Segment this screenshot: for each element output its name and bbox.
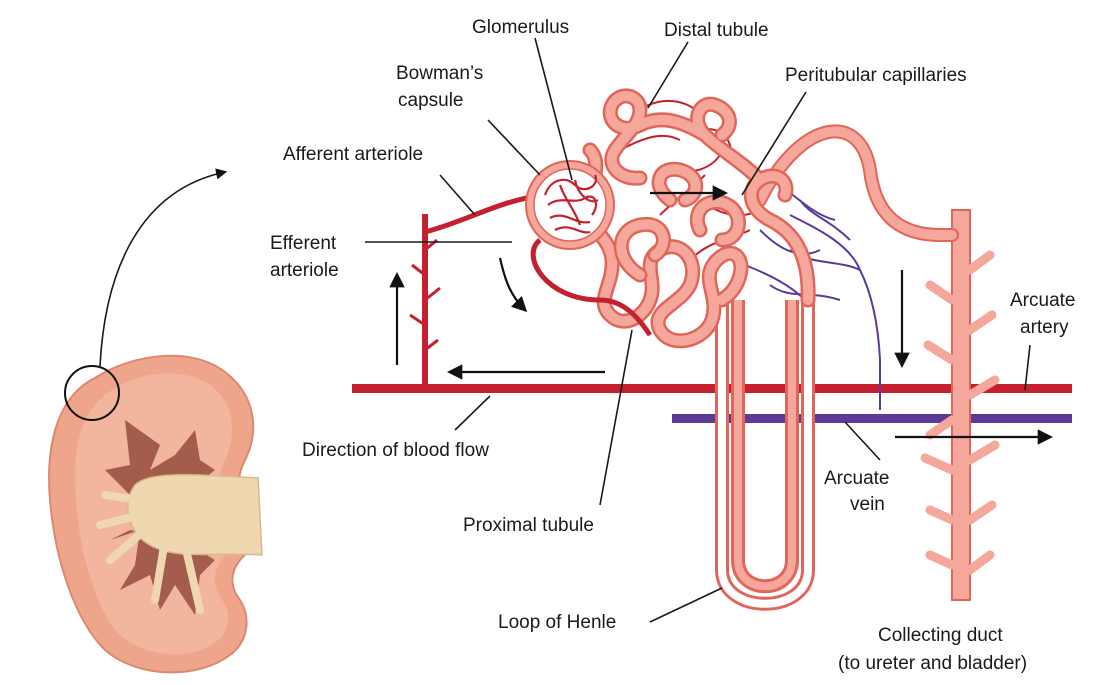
label-bowmans-capsule-line2: capsule — [398, 90, 464, 111]
label-collecting-duct-line2: (to ureter and bladder) — [838, 653, 1027, 674]
label-peritubular-capillaries: Peritubular capillaries — [785, 65, 967, 86]
label-proximal-tubule: Proximal tubule — [463, 515, 594, 536]
label-afferent-arteriole: Afferent arteriole — [283, 144, 423, 165]
label-collecting-duct-line1: Collecting duct — [878, 625, 1003, 646]
label-efferent-arteriole-line2: arteriole — [270, 260, 339, 281]
label-efferent-arteriole-line1: Efferent — [270, 233, 337, 254]
label-arcuate-artery-line2: artery — [1020, 317, 1069, 338]
label-bowmans-capsule-line1: Bowman’s — [396, 63, 483, 84]
loop-of-henle — [722, 300, 808, 604]
label-arcuate-vein-line1: Arcuate — [824, 468, 889, 489]
kidney-illustration — [49, 172, 262, 672]
label-glomerulus: Glomerulus — [472, 17, 569, 38]
label-direction-of-blood-flow: Direction of blood flow — [302, 440, 489, 461]
label-arcuate-vein-line2: vein — [850, 494, 885, 515]
zoom-arrow — [100, 172, 225, 366]
label-distal-tubule: Distal tubule — [664, 20, 769, 41]
label-loop-of-henle: Loop of Henle — [498, 612, 616, 633]
renal-pelvis — [128, 475, 262, 555]
label-arcuate-artery-line1: Arcuate — [1010, 290, 1075, 311]
